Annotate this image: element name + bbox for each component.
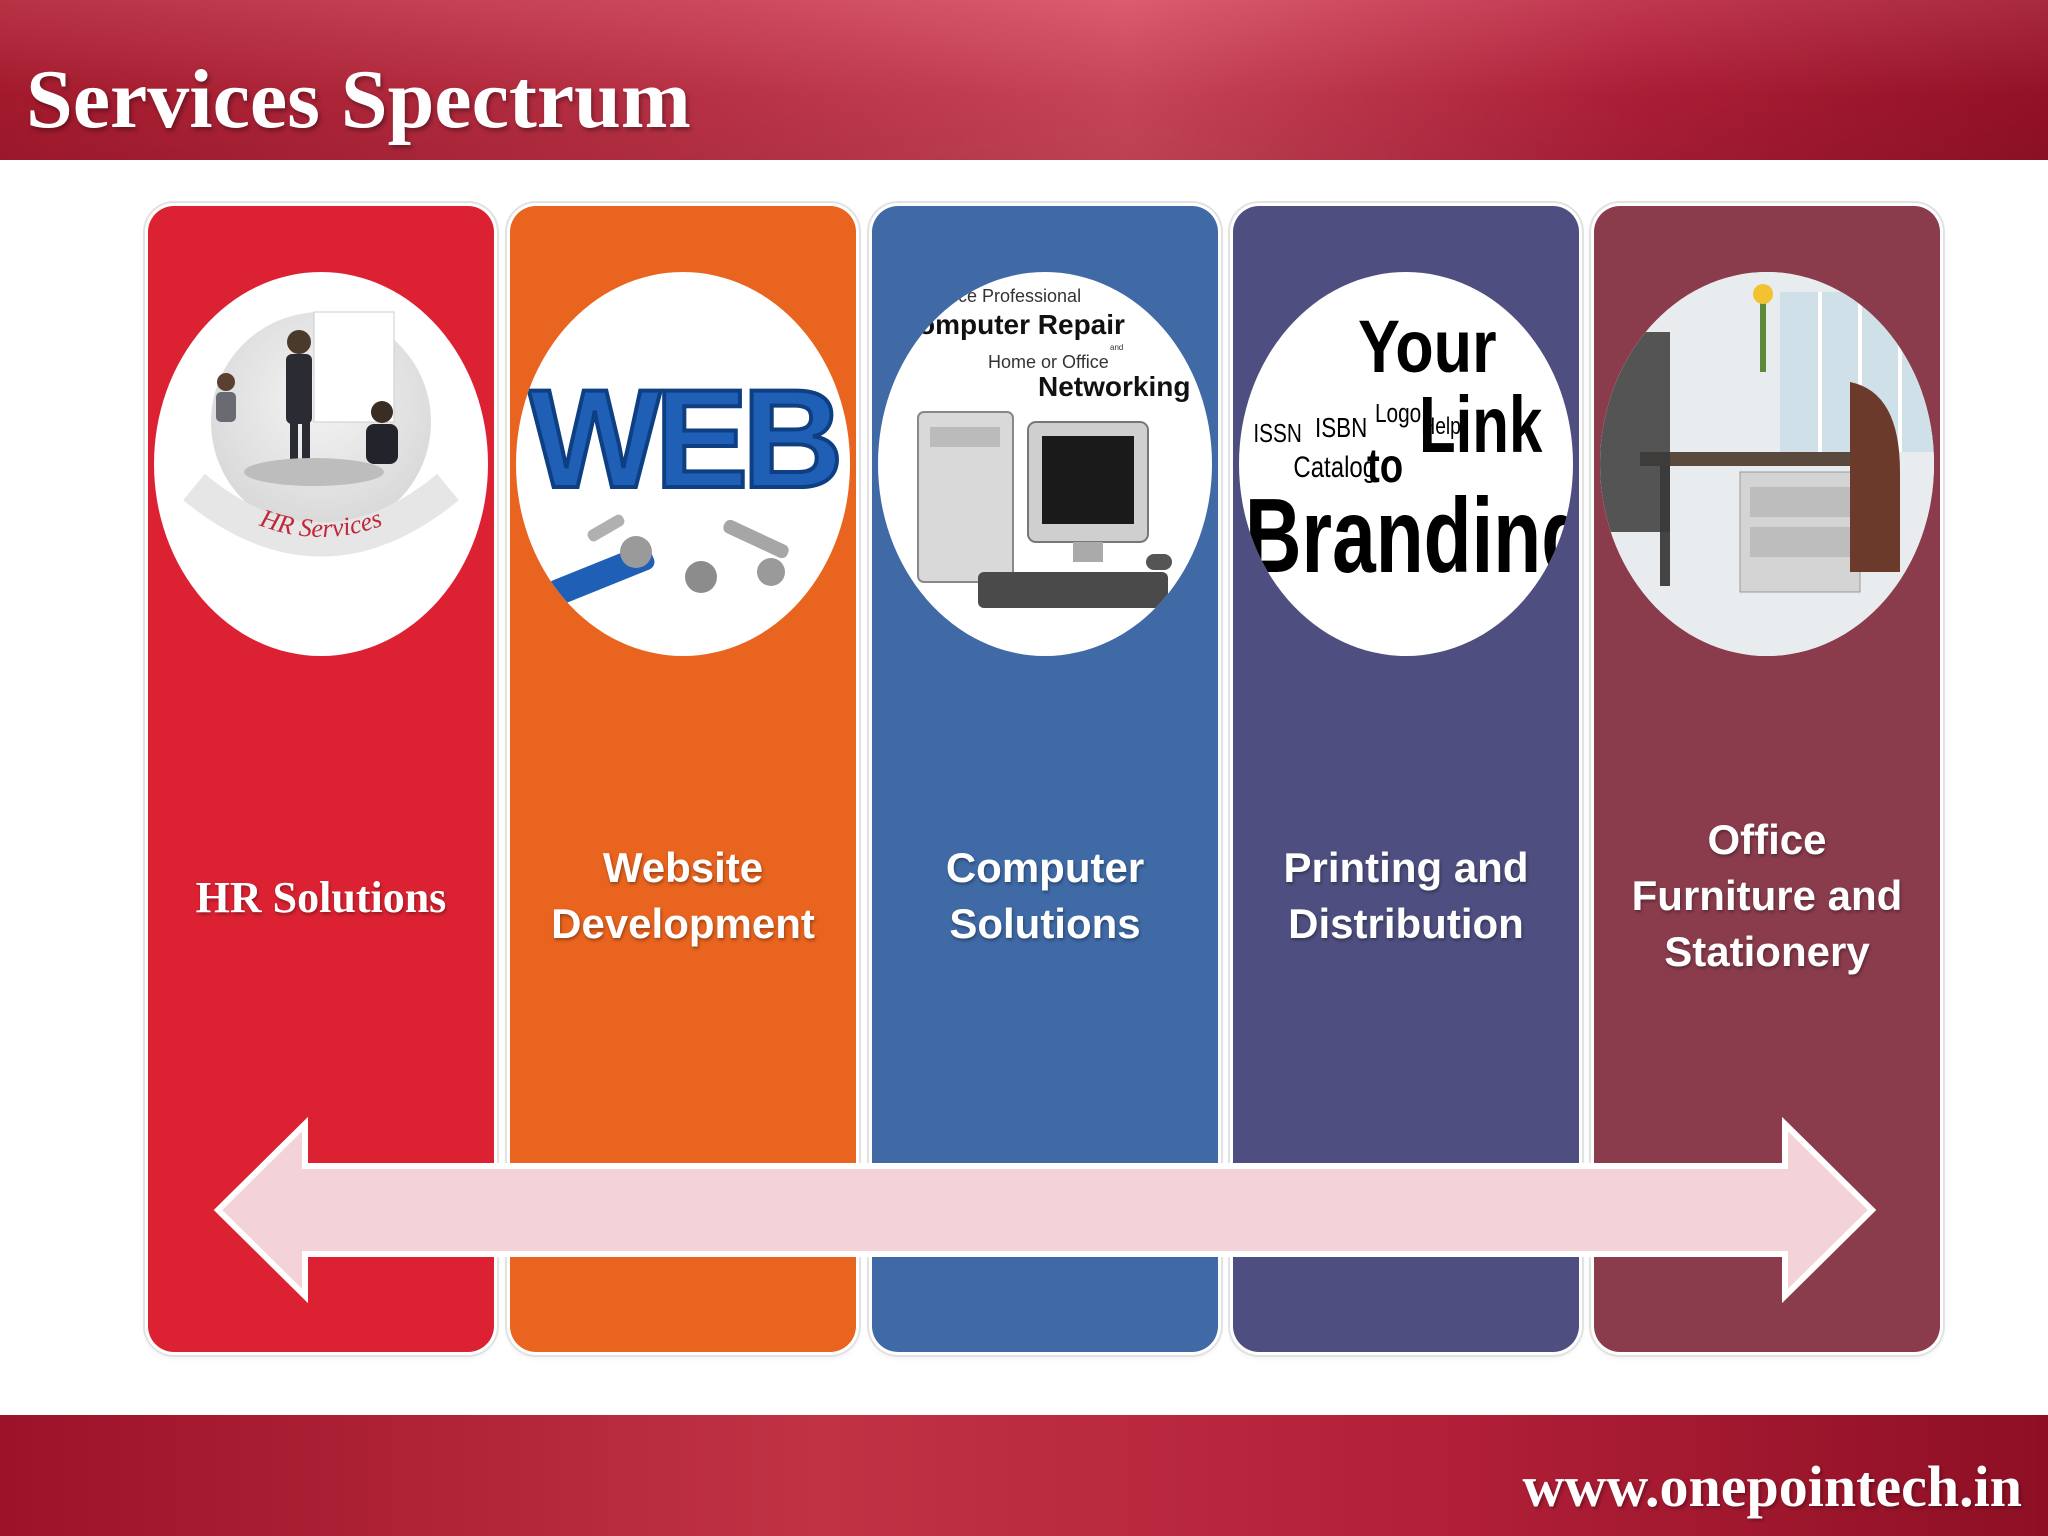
label-line: Office	[1707, 816, 1827, 863]
svg-text:to: to	[1367, 440, 1403, 493]
hr-meeting-icon: HR Services	[154, 272, 488, 656]
label-line: Development	[551, 900, 815, 947]
svg-text:and: and	[1110, 343, 1123, 352]
website-url: www.onepointech.in	[1522, 1454, 2022, 1519]
svg-text:Link: Link	[1419, 380, 1543, 469]
svg-text:Home or Office: Home or Office	[988, 352, 1109, 372]
svg-text:Your: Your	[1358, 305, 1497, 388]
service-column-web: WEB Website Development	[510, 206, 856, 1352]
service-label-printing: Printing and Distribution	[1233, 840, 1579, 952]
svg-text:ISBN: ISBN	[1315, 413, 1367, 444]
service-label-office: Office Furniture and Stationery	[1594, 812, 1940, 980]
label-line: HR Solutions	[195, 873, 447, 922]
label-line: Distribution	[1288, 900, 1524, 947]
svg-text:Branding: Branding	[1245, 477, 1573, 595]
svg-text:ce Professional: ce Professional	[958, 286, 1081, 306]
header-banner	[0, 0, 2048, 160]
service-label-computer: Computer Solutions	[872, 840, 1218, 952]
branding-word-cloud-icon: Your Link ISSN ISBN Logo Help Catalog to…	[1239, 272, 1573, 656]
web-tools-icon: WEB	[516, 272, 850, 656]
service-label-web: Website Development	[510, 840, 856, 952]
desktop-computer-icon: ce Professional omputer Repair and Home …	[878, 272, 1212, 656]
svg-text:omputer Repair: omputer Repair	[918, 309, 1125, 340]
service-column-office: Office Furniture and Stationery	[1594, 206, 1940, 1352]
label-line: Stationery	[1664, 928, 1870, 975]
label-line: Website	[602, 844, 764, 891]
svg-text:ISSN: ISSN	[1253, 419, 1302, 448]
label-line: Solutions	[949, 900, 1141, 947]
label-line: Printing and	[1283, 844, 1529, 891]
service-column-printing: Your Link ISSN ISBN Logo Help Catalog to…	[1233, 206, 1579, 1352]
footer-banner	[0, 1415, 2048, 1536]
office-furniture-icon	[1600, 272, 1934, 656]
service-label-hr: HR Solutions	[148, 870, 494, 926]
svg-text:Networking: Networking	[1038, 371, 1190, 402]
svg-text:Catalog: Catalog	[1293, 449, 1376, 483]
label-line: Computer	[945, 844, 1145, 891]
label-line: Furniture and	[1631, 872, 1903, 919]
service-column-hr: HR Services HR Solutions	[148, 206, 494, 1352]
web-caption: WEB	[529, 360, 838, 517]
svg-text:Logo: Logo	[1375, 399, 1421, 428]
service-column-computer: ce Professional omputer Repair and Home …	[872, 206, 1218, 1352]
svg-text:Help: Help	[1421, 412, 1460, 440]
page-title: Services Spectrum	[26, 53, 691, 146]
